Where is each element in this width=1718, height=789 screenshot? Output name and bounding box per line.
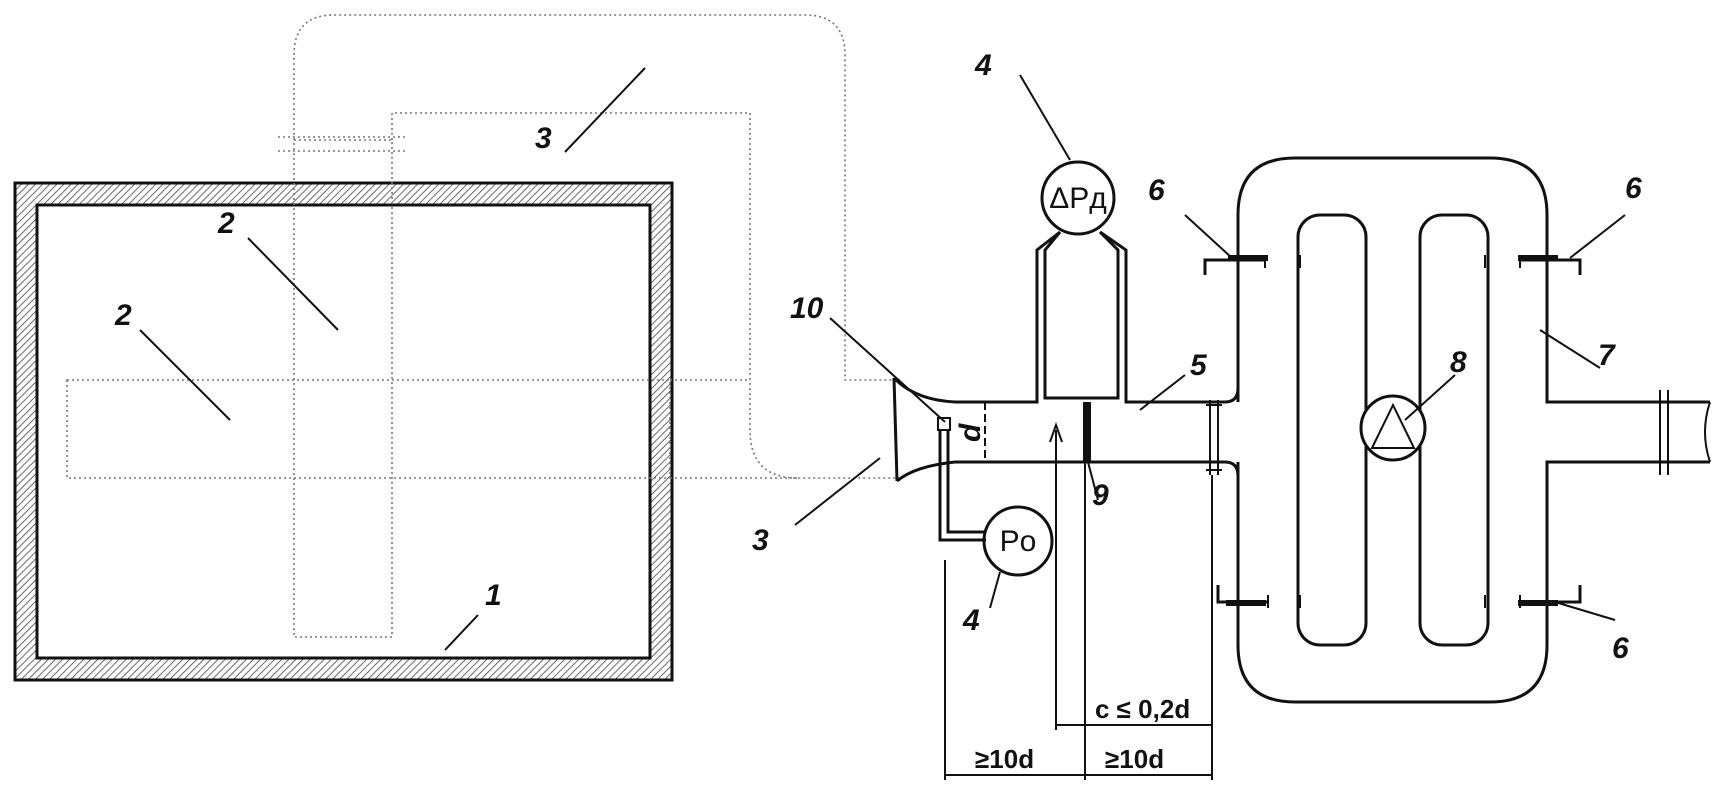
label-6-bottom-right: 6 [1612,632,1629,665]
dimension-lines [944,421,1213,780]
dimension-clearance: c ≤ 0,2d [1095,694,1190,724]
label-1: 1 [485,579,502,612]
label-7: 7 [1598,339,1616,372]
supports [1203,255,1582,608]
label-4-dp: 4 [974,49,992,82]
fan-symbol [1359,394,1427,462]
label-5: 5 [1190,349,1208,382]
label-4-p0: 4 [962,604,980,637]
label-3-top: 3 [535,122,552,155]
label-d: d [954,423,987,442]
dp-gauge-label: ΔPд [1049,182,1107,215]
dp-gauge [1040,160,1116,236]
leader-lines [139,67,1626,651]
label-8: 8 [1450,346,1467,379]
label-6-top-left: 6 [1148,174,1165,207]
label-2-vertical: 2 [217,207,235,240]
label-6-top-right: 6 [1625,172,1642,205]
chamber [13,181,674,682]
label-10: 10 [790,292,824,325]
dimension-upstream: ≥10d [975,744,1034,774]
label-3-bottom: 3 [752,524,769,557]
p0-gauge-label: Po [1000,525,1037,558]
dimension-downstream: ≥10d [1105,744,1164,774]
measuring-duct [937,160,1240,577]
label-9: 9 [1092,479,1109,512]
label-2-horizontal: 2 [114,299,132,332]
fan-housing [1236,156,1711,704]
dotted-ducts [66,14,900,638]
